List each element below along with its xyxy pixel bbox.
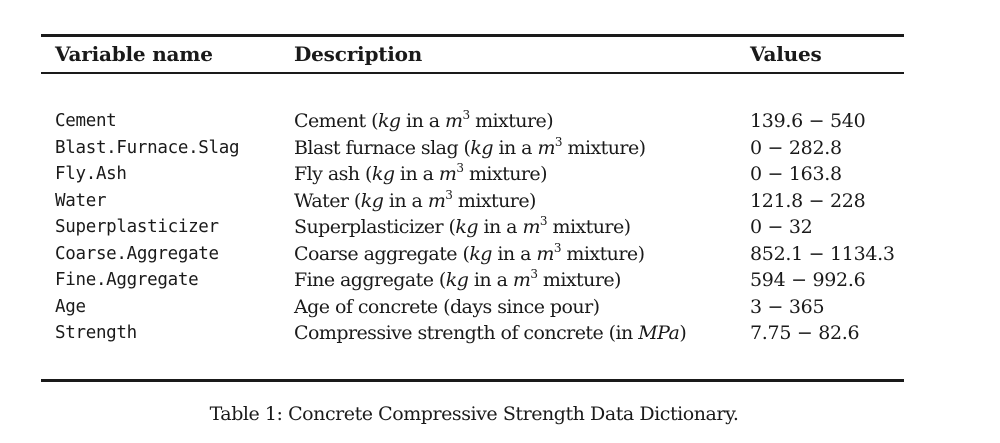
variable-values: 0 − 32 [750, 216, 813, 238]
variable-description: Fine aggregate (kg in a m3 mixture) [294, 267, 621, 291]
variable-values: 0 − 163.8 [750, 163, 842, 185]
variable-values: 594 − 992.6 [750, 269, 866, 291]
variable-values: 852.1 − 1134.3 [750, 242, 895, 265]
variable-name: Coarse.Aggregate [55, 243, 219, 264]
table-bottom-rule [41, 379, 904, 382]
variable-name: Cement [55, 111, 117, 131]
table-row: Fly.Ash Fly ash (kg in a m3 mixture) 0 −… [0, 161, 1000, 188]
header-description: Description [294, 42, 423, 66]
table-body: Cement Cement (kg in a m3 mixture) 139.6… [0, 108, 1000, 347]
variable-values: 121.8 − 228 [750, 189, 866, 212]
variable-description: Coarse aggregate (kg in a m3 mixture) [294, 240, 645, 265]
variable-description: Water (kg in a m3 mixture) [294, 187, 536, 212]
table-row: Coarse.Aggregate Coarse aggregate (kg in… [0, 241, 1000, 268]
variable-description: Compressive strength of concrete (in MPa… [294, 322, 687, 344]
header-variable-name: Variable name [55, 42, 213, 66]
variable-name: Water [55, 190, 107, 211]
variable-name: Age [55, 296, 86, 317]
variable-description: Age of concrete (days since pour) [294, 295, 600, 318]
header-values: Values [750, 42, 822, 66]
variable-description: Blast furnace slag (kg in a m3 mixture) [294, 134, 646, 159]
variable-name: Superplasticizer [55, 217, 219, 237]
variable-description: Fly ash (kg in a m3 mixture) [294, 161, 548, 185]
variable-description: Superplasticizer (kg in a m3 mixture) [294, 214, 631, 238]
variable-values: 7.75 − 82.6 [750, 322, 860, 344]
table-header-rule [41, 72, 904, 74]
variable-name: Blast.Furnace.Slag [55, 137, 240, 158]
table-caption: Table 1: Concrete Compressive Strength D… [0, 401, 1000, 427]
table-row: Age Age of concrete (days since pour) 3 … [0, 294, 1000, 321]
table-row: Cement Cement (kg in a m3 mixture) 139.6… [0, 108, 1000, 135]
table-row: Water Water (kg in a m3 mixture) 121.8 −… [0, 188, 1000, 215]
variable-name: Fine.Aggregate [55, 270, 199, 290]
variable-name: Strength [55, 323, 137, 343]
variable-values: 3 − 365 [750, 295, 825, 318]
table-caption-text: Table 1: Concrete Compressive Strength D… [209, 403, 739, 425]
table-row: Strength Compressive strength of concret… [0, 320, 1000, 347]
table-row: Blast.Furnace.Slag Blast furnace slag (k… [0, 135, 1000, 162]
table-top-rule [41, 34, 904, 37]
variable-name: Fly.Ash [55, 164, 127, 184]
table-row: Superplasticizer Superplasticizer (kg in… [0, 214, 1000, 241]
table-row: Fine.Aggregate Fine aggregate (kg in a m… [0, 267, 1000, 294]
variable-values: 0 − 282.8 [750, 136, 842, 159]
variable-description: Cement (kg in a m3 mixture) [294, 108, 554, 132]
variable-values: 139.6 − 540 [750, 110, 866, 132]
